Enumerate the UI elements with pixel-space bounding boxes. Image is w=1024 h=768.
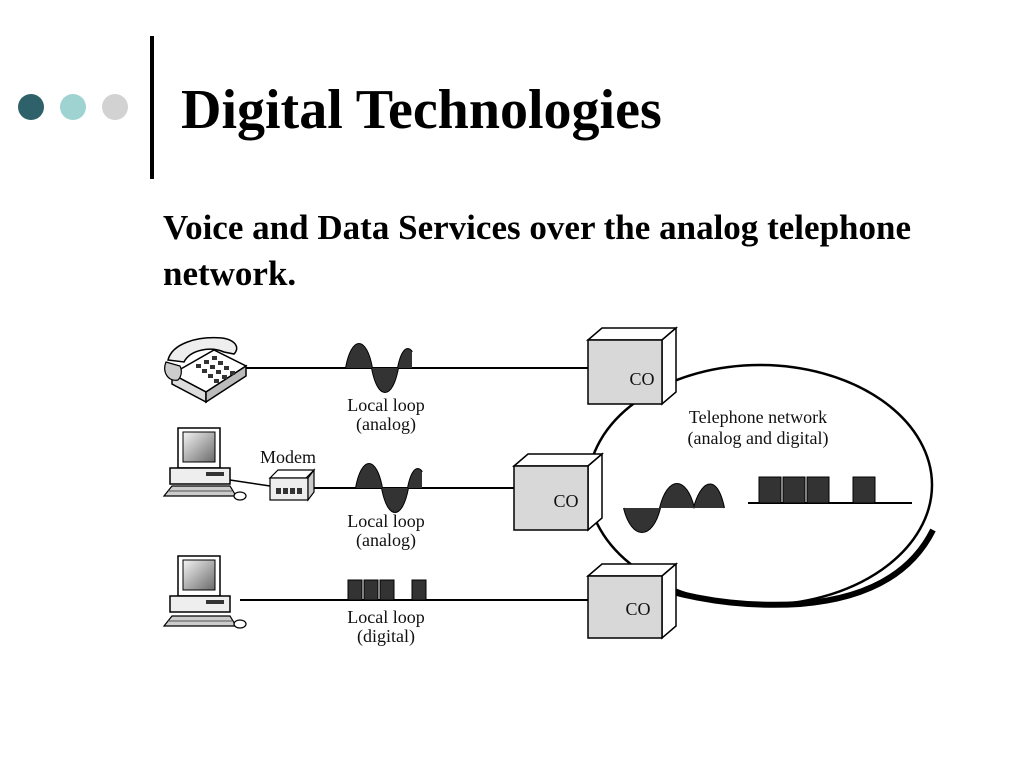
co-label-2: CO (553, 491, 578, 511)
co-box-2: CO (511, 452, 605, 532)
digital-pulse (347, 579, 363, 601)
modem-icon (229, 468, 316, 502)
slide-subtitle: Voice and Data Services over the analog … (163, 208, 911, 293)
network-digital-pulse (782, 476, 806, 504)
dot-light (60, 94, 86, 120)
co-box-3: CO (585, 562, 679, 640)
dot-gray (102, 94, 128, 120)
local-loop-2-sublabel: (analog) (356, 530, 416, 551)
local-loop-3-label: Local loop (347, 607, 424, 627)
title-divider (150, 36, 154, 179)
network-digital-pulse (806, 476, 830, 504)
computer-icon-2 (162, 555, 247, 629)
local-loop-2-label: Local loop (347, 511, 424, 531)
digital-pulse (379, 579, 395, 601)
local-loop-1-sublabel: (analog) (356, 414, 416, 435)
local-loop-1-label: Local loop (347, 395, 424, 415)
telephone-network-label: Telephone network (689, 407, 827, 427)
local-loop-3-sublabel: (digital) (357, 626, 415, 647)
decorative-dots (18, 94, 138, 122)
co-label-3: CO (625, 599, 650, 619)
modem-label: Modem (260, 447, 316, 467)
digital-pulse (363, 579, 379, 601)
co-box-1: CO (585, 326, 679, 406)
slide-title: Digital Technologies (181, 79, 662, 141)
telephone-icon (164, 336, 248, 404)
dot-dark (18, 94, 44, 120)
co-label-1: CO (629, 369, 654, 389)
network-digital-pulse (758, 476, 782, 504)
computer-icon-1 (162, 427, 247, 501)
telephone-network-sublabel: (analog and digital) (688, 428, 829, 449)
network-digital-pulse (852, 476, 876, 504)
digital-pulse (411, 579, 427, 601)
